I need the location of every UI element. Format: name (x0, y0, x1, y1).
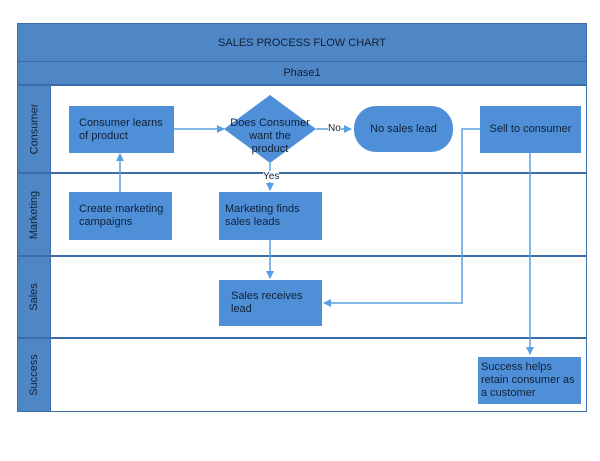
lane-label-marketing: Marketing (17, 173, 51, 256)
decision-label-text: Does Consumer want the product (230, 117, 310, 155)
diagram-title-text: SALES PROCESS FLOW CHART (218, 36, 386, 49)
node-no-sales-lead-text: No sales lead (370, 122, 437, 135)
node-marketing-finds-leads: Marketing finds sales leads (219, 192, 322, 240)
node-consumer-learns-text: Consumer learns of product (79, 116, 163, 142)
phase-label: Phase1 (283, 67, 321, 79)
decision-label: Does Consumer want the product (230, 117, 310, 156)
node-success-retain-text: Success helps retain consumer as a custo… (481, 361, 575, 399)
node-consumer-learns: Consumer learns of product (69, 106, 174, 153)
edge-label-no: No (328, 123, 341, 134)
node-sales-receives-lead-text: Sales receives lead (231, 290, 303, 315)
node-create-campaigns: Create marketing campaigns (69, 192, 172, 240)
lane-label-sales: Sales (17, 256, 51, 338)
node-sales-receives-lead: Sales receives lead (219, 280, 322, 326)
edge-label-yes: Yes (263, 171, 280, 182)
node-sell-to-consumer-text: Sell to consumer (489, 123, 572, 135)
edge-sell-to-receives (323, 128, 480, 307)
edge-label-no-text: No (328, 123, 341, 134)
lane-label-consumer: Consumer (17, 85, 51, 173)
node-marketing-finds-leads-text: Marketing finds sales leads (225, 203, 300, 228)
node-sell-to-consumer: Sell to consumer (480, 106, 581, 153)
lane-label-success: Success (17, 338, 51, 412)
diagram-title: SALES PROCESS FLOW CHART (17, 23, 587, 62)
node-no-sales-lead: No sales lead (354, 106, 453, 152)
phase-header: Phase1 (17, 62, 587, 85)
node-create-campaigns-text: Create marketing campaigns (79, 203, 164, 228)
edge-label-yes-text: Yes (263, 171, 280, 182)
decision-diamond (224, 95, 316, 163)
node-success-retain: Success helps retain consumer as a custo… (478, 357, 581, 404)
